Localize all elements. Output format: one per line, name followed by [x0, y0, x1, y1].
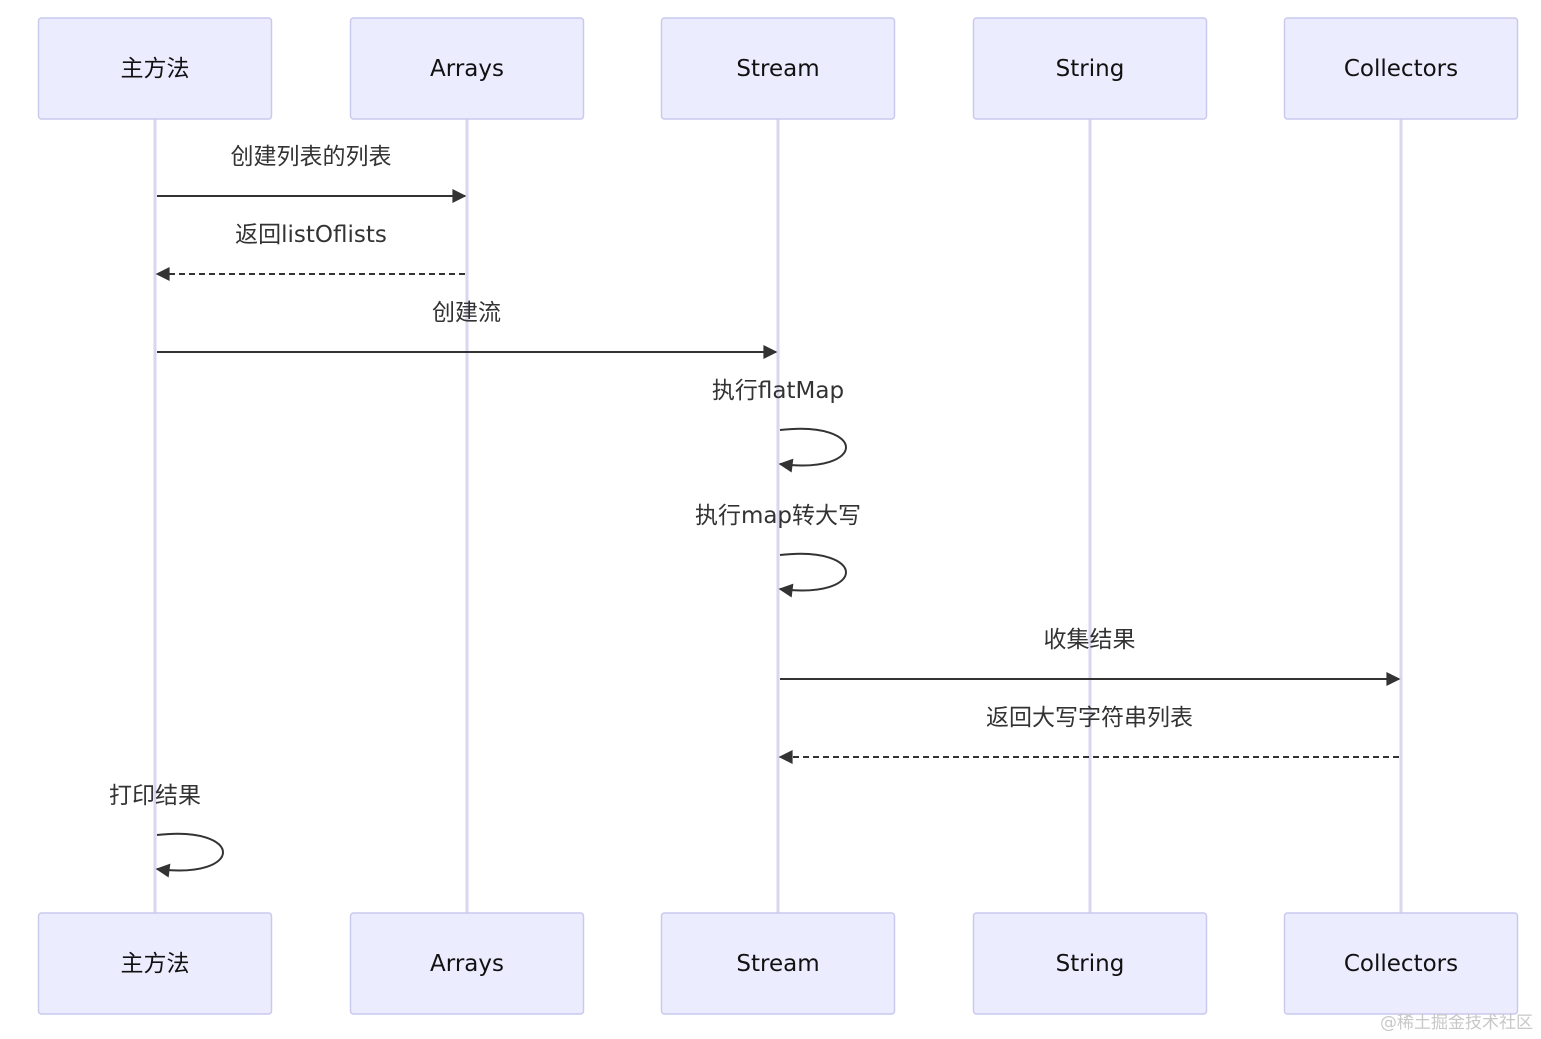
watermark: @稀土掘金技术社区: [1380, 1013, 1533, 1033]
self-message-arrow: [155, 832, 224, 878]
participant-box-bottom-stream: Stream: [660, 912, 896, 1015]
participant-label: Collectors: [1344, 56, 1458, 82]
participant-label: 主方法: [121, 56, 190, 82]
message-label: 打印结果: [109, 783, 201, 809]
message-label: 执行flatMap: [712, 378, 844, 404]
participant-box-bottom-main: 主方法: [37, 912, 273, 1015]
participant-label: Arrays: [430, 951, 504, 977]
participant-box-top-stream: Stream: [660, 17, 896, 120]
participant-box-bottom-collectors: Collectors: [1283, 912, 1519, 1015]
participant-box-bottom-string: String: [972, 912, 1208, 1015]
message-7: 返回大写字符串列表: [778, 705, 1399, 764]
participant-label: Stream: [736, 951, 819, 977]
participant-box-top-string: String: [972, 17, 1208, 120]
message-label: 返回大写字符串列表: [986, 705, 1193, 731]
message-label: 收集结果: [1044, 627, 1136, 653]
message-4: 执行flatMap: [712, 378, 847, 473]
message-2: 返回listOflists: [155, 222, 465, 281]
self-message-arrow: [778, 427, 847, 473]
message-label: 创建流: [432, 300, 501, 326]
participant-label: 主方法: [121, 951, 190, 977]
participant-box-top-arrays: Arrays: [349, 17, 585, 120]
message-6: 收集结果: [780, 627, 1401, 686]
message-3: 创建流: [157, 300, 778, 359]
participant-label: String: [1056, 56, 1125, 82]
message-label: 执行map转大写: [695, 503, 861, 529]
participant-box-top-collectors: Collectors: [1283, 17, 1519, 120]
message-label: 返回listOflists: [235, 222, 387, 248]
lifelines: [153, 119, 1403, 913]
message-8: 打印结果: [109, 783, 224, 878]
self-message-arrow: [778, 552, 847, 598]
message-1: 创建列表的列表: [157, 144, 467, 203]
participant-label: Collectors: [1344, 951, 1458, 977]
participant-label: String: [1056, 951, 1125, 977]
participant-box-bottom-arrays: Arrays: [349, 912, 585, 1015]
participant-label: Arrays: [430, 56, 504, 82]
message-5: 执行map转大写: [695, 503, 861, 598]
message-label: 创建列表的列表: [231, 144, 392, 170]
participant-box-top-main: 主方法: [37, 17, 273, 120]
participant-label: Stream: [736, 56, 819, 82]
